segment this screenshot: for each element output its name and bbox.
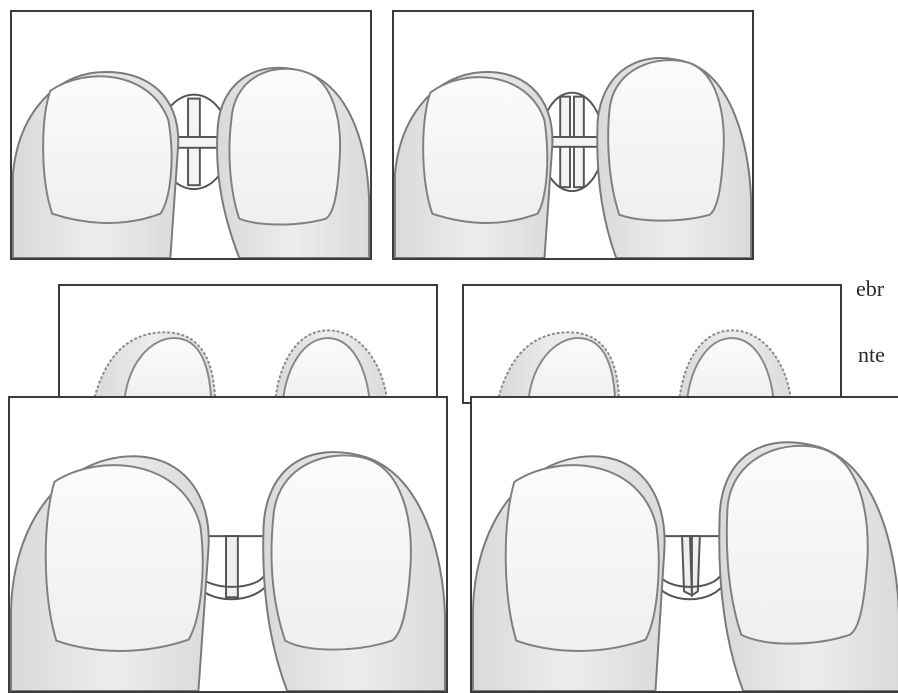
right-thumb [597, 58, 751, 258]
fingers-pressing-half-tablet-illustration [10, 398, 446, 691]
panel-bottom-right [470, 396, 898, 693]
fingers-breaking-half-tablet-illustration [472, 398, 898, 691]
fingers-partial-illustration [464, 286, 840, 402]
text-fragment-top: ebr [856, 276, 884, 302]
left-thumb [93, 332, 215, 402]
right-thumb [217, 68, 369, 258]
fingers-partial-illustration [60, 286, 436, 402]
right-thumb [719, 442, 898, 691]
left-thumb [11, 456, 209, 691]
panel-middle-right [462, 284, 842, 404]
panel-top-left [10, 10, 372, 260]
right-thumb [679, 330, 791, 402]
text-fragment-bottom: nte [858, 342, 885, 368]
fingers-breaking-cross-scored-tablet-illustration [394, 12, 752, 258]
panel-middle-left [58, 284, 438, 404]
panel-top-right [392, 10, 754, 260]
right-thumb [275, 330, 387, 402]
left-thumb [497, 332, 619, 402]
fingers-pressing-cross-scored-tablet-illustration [12, 12, 370, 258]
right-thumb [263, 452, 445, 691]
left-thumb [13, 72, 178, 258]
left-thumb [395, 72, 553, 258]
left-thumb [473, 456, 665, 691]
panel-bottom-left [8, 396, 448, 693]
